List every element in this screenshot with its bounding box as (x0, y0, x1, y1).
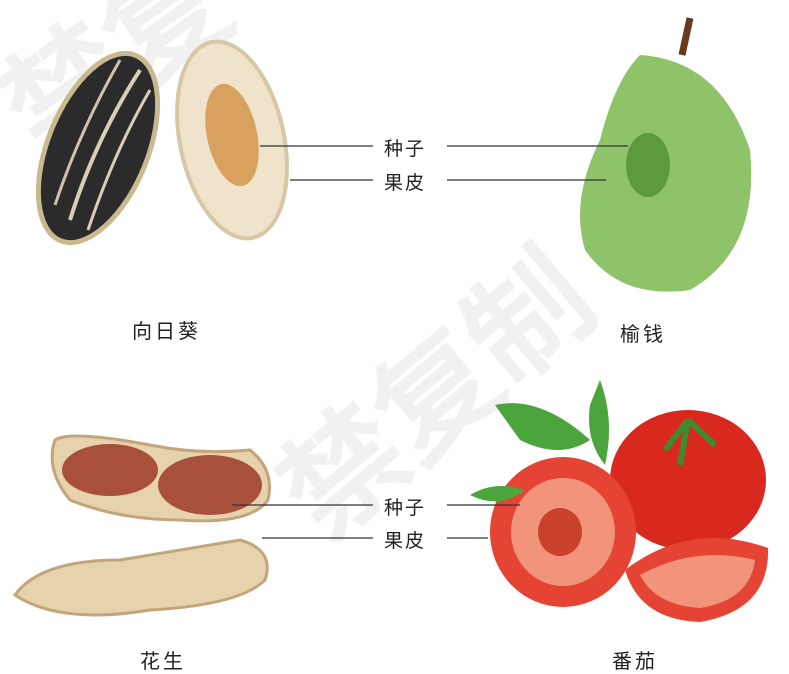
tomato-leaves (470, 380, 609, 502)
sunflower-whole-seed (35, 50, 161, 246)
caption-tomato: 番茄 (612, 649, 658, 673)
caption-sunflower: 向日葵 (132, 319, 201, 343)
label-bottom-seed: 种子 (384, 497, 427, 519)
peanut-bottom-shell (12, 538, 269, 617)
elm-samara (580, 17, 752, 292)
label-top-pericarp: 果皮 (384, 172, 427, 194)
peanut-open-shell (50, 434, 271, 523)
label-bottom-pericarp: 果皮 (384, 530, 427, 552)
tomato-halved (490, 457, 636, 607)
caption-peanut: 花生 (140, 649, 186, 673)
label-top-seed: 种子 (384, 138, 427, 160)
caption-elm-samara: 榆钱 (620, 322, 666, 346)
tomato-wedge (625, 537, 769, 622)
sunflower-opened-seed (175, 39, 289, 241)
tomato-whole (610, 410, 766, 550)
